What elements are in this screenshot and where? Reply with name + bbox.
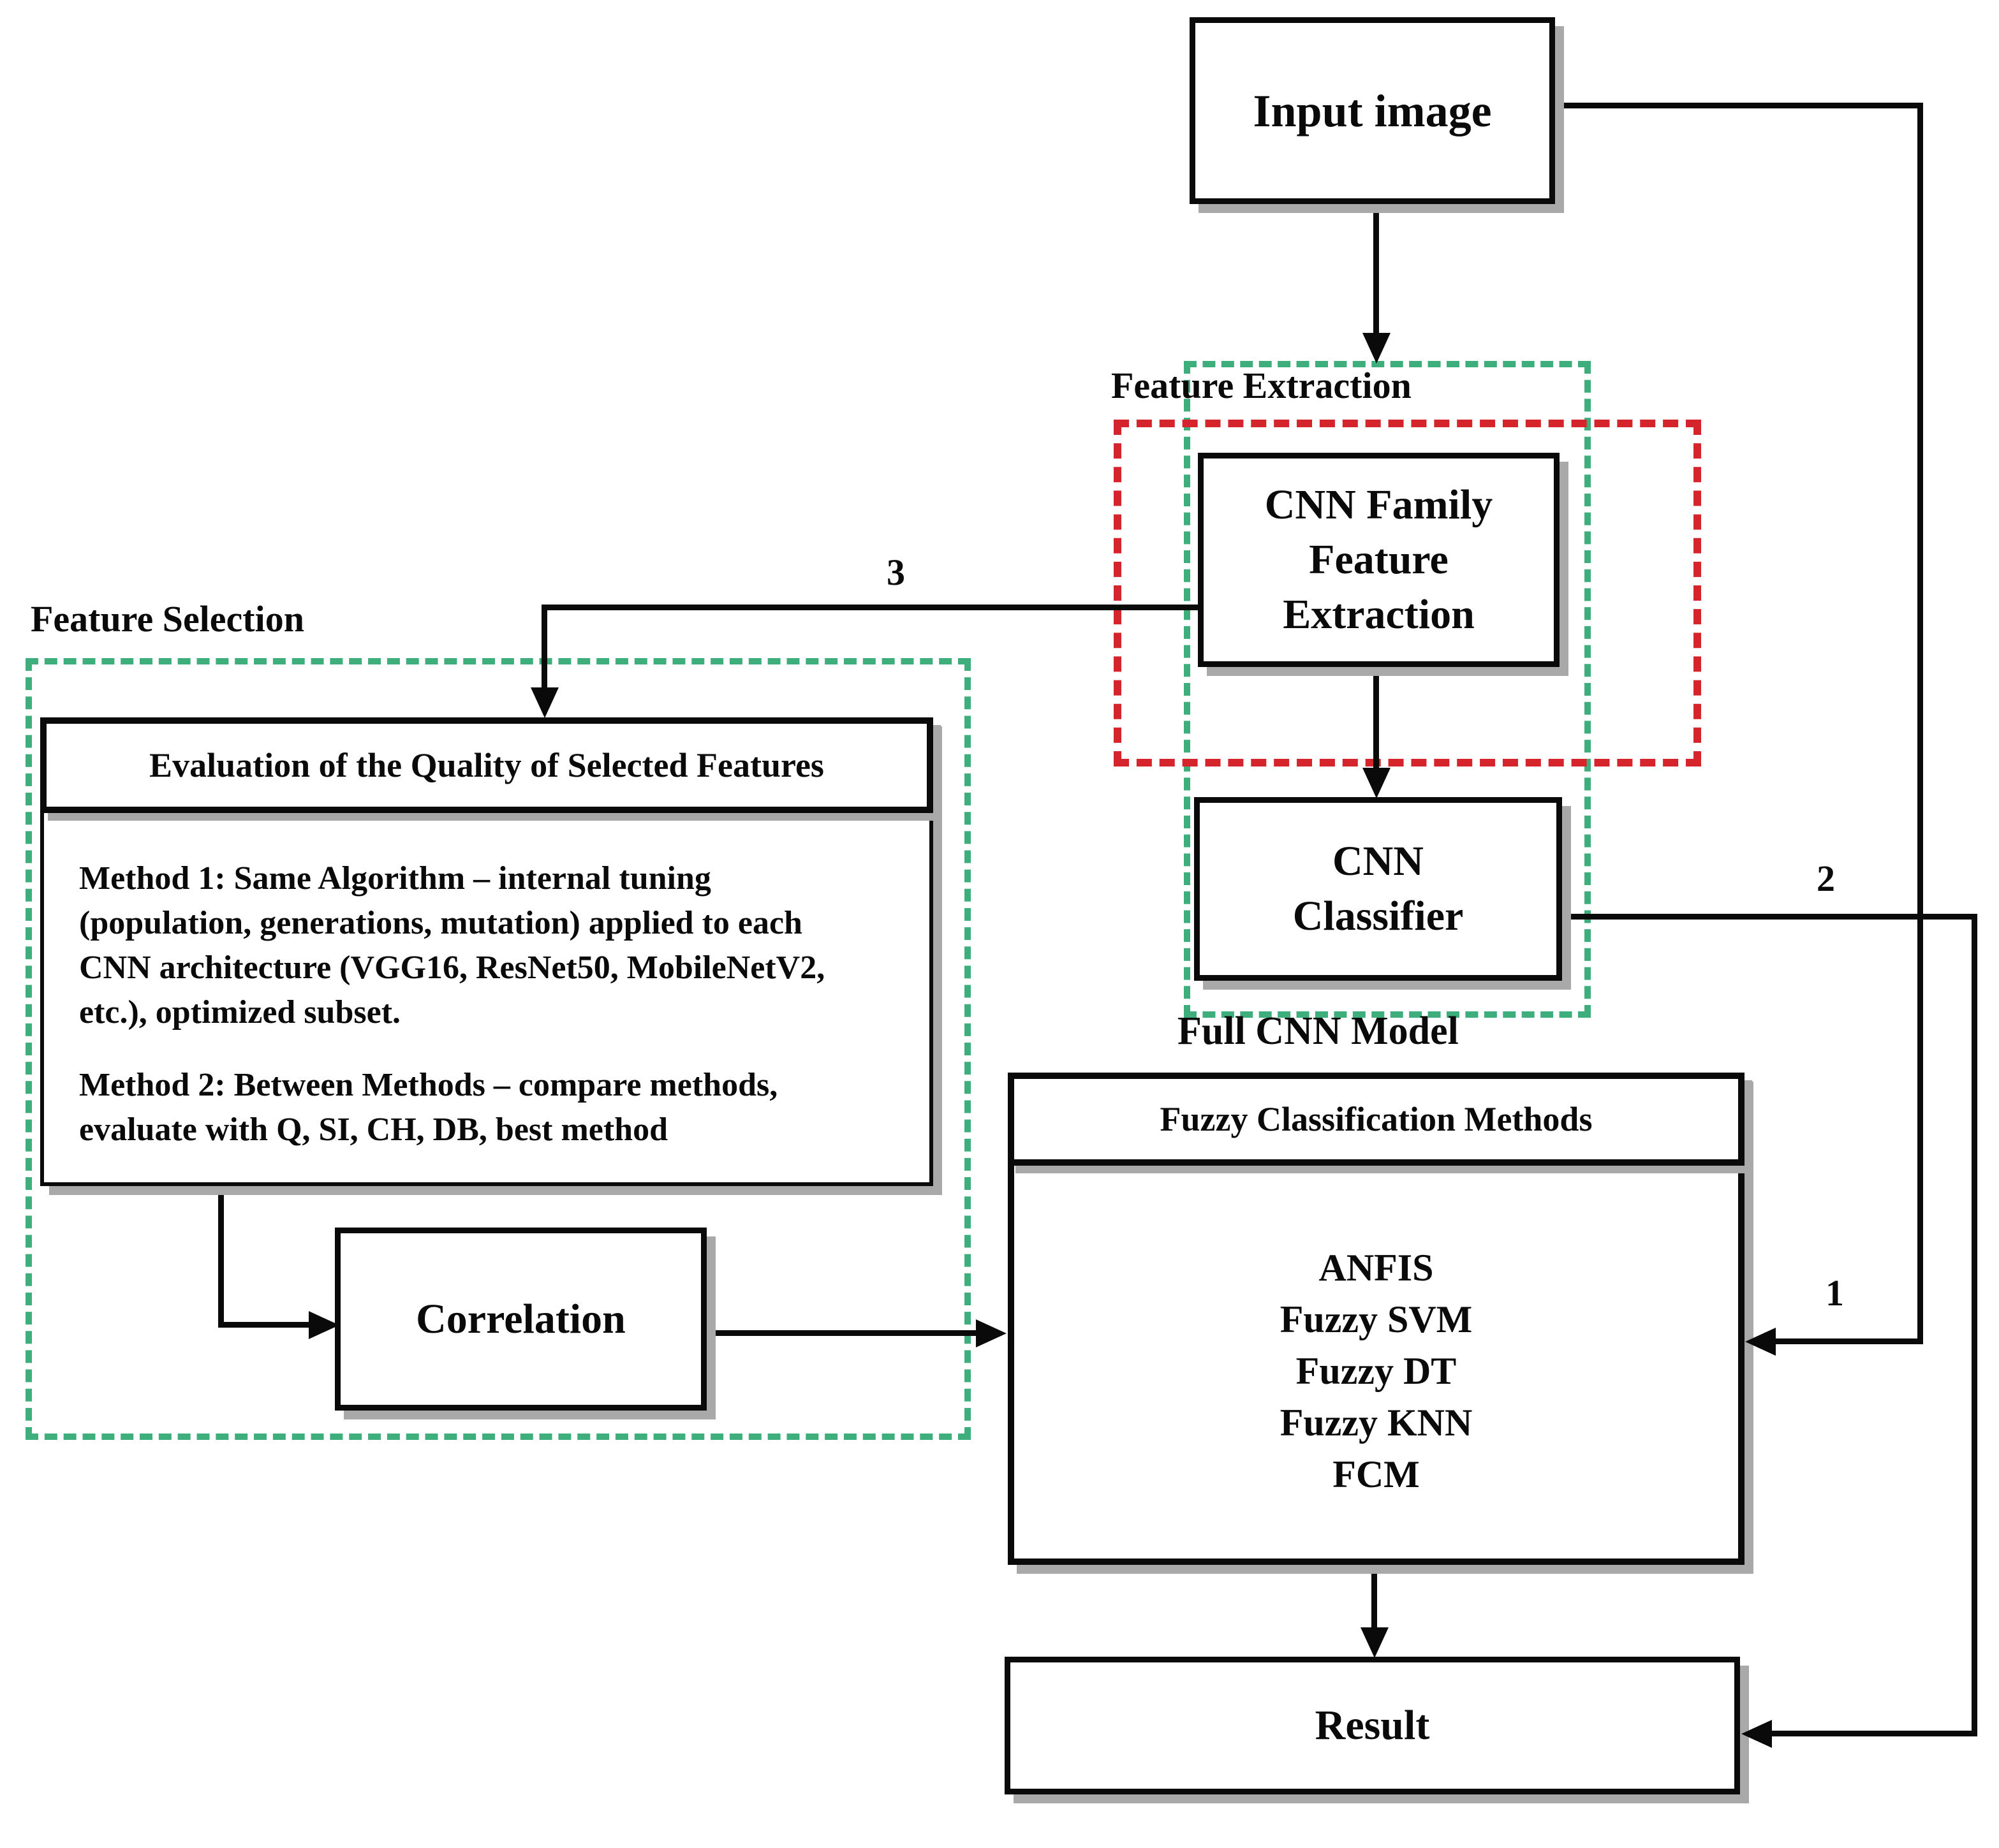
edge-correlation-to-fuzzy [705,1330,982,1336]
evaluation-method2: Method 2: Between Methods – compare meth… [79,1067,778,1148]
evaluation-title-bar: Evaluation of the Quality of Selected Fe… [40,717,933,813]
edge-input-to-extraction [1373,208,1379,335]
fuzzy-methods-title-bar: Fuzzy Classification Methods [1008,1073,1745,1166]
edge2-vertical [1972,914,1977,1736]
fuzzy-methods-box: Fuzzy Classification Methods ANFIS Fuzzy… [1008,1073,1745,1565]
arrowhead-input-to-extraction [1362,333,1390,363]
feature-selection-region-label: Feature Selection [31,598,304,640]
arrowhead-edge2-into-result [1741,1720,1772,1748]
full-cnn-model-region-label: Full CNN Model [1177,1009,1459,1053]
arrowhead-edge1-into-fuzzy [1745,1328,1776,1356]
input-image-box: Input image [1190,17,1555,204]
edge2-number-label: 2 [1817,858,1835,899]
feature-extraction-region [1184,361,1591,1018]
input-image-label: Input image [1253,85,1492,136]
edge3-vertical [542,605,547,689]
edge1-into-fuzzy [1772,1338,1923,1344]
edge2-into-result [1767,1731,1977,1736]
result-label: Result [1315,1702,1430,1749]
arrowhead-edge3-to-evaluation [531,687,559,718]
feature-extraction-region-label: Feature Extraction [1111,365,1412,406]
arrowhead-to-correlation [309,1311,339,1339]
cnn-classifier-label: CNN Classifier [1292,838,1464,939]
correlation-box: Correlation [335,1228,707,1411]
correlation-label: Correlation [416,1295,626,1342]
cnn-classifier-box: CNN Classifier [1194,797,1562,981]
evaluation-body: Method 1: Same Algorithm – internal tuni… [44,817,929,1182]
feature-selection-region [26,658,971,1440]
edge-eval-to-correlation-h [218,1322,314,1328]
edge3-number-label: 3 [887,552,905,593]
result-box: Result [1005,1657,1740,1794]
cnn-family-box: CNN Family Feature Extraction [1198,453,1560,667]
edge-eval-to-correlation-v [218,1191,224,1328]
fuzzy-methods-list: ANFIS Fuzzy SVM Fuzzy DT Fuzzy KNN FCM [1280,1247,1473,1495]
edge3-horizontal [544,605,1201,610]
evaluation-title: Evaluation of the Quality of Selected Fe… [149,746,824,784]
arrowhead-fuzzy-to-result [1361,1627,1389,1658]
edge2-top [1562,914,1977,920]
arrowhead-correlation-to-fuzzy [976,1319,1007,1347]
evaluation-method1: Method 1: Same Algorithm – internal tuni… [79,860,825,1030]
cnn-family-red-region [1114,420,1701,766]
cnn-family-label: CNN Family Feature Extraction [1264,481,1493,638]
arrowhead-family-to-classifier [1362,768,1390,798]
edge1-top [1555,103,1923,108]
edge-fuzzy-to-result [1371,1569,1377,1630]
evaluation-box: Evaluation of the Quality of Selected Fe… [40,717,933,1186]
edge-family-to-classifier [1373,667,1379,775]
edge1-vertical [1917,103,1923,1344]
edge1-number-label: 1 [1826,1272,1844,1314]
fuzzy-methods-title: Fuzzy Classification Methods [1160,1100,1593,1138]
